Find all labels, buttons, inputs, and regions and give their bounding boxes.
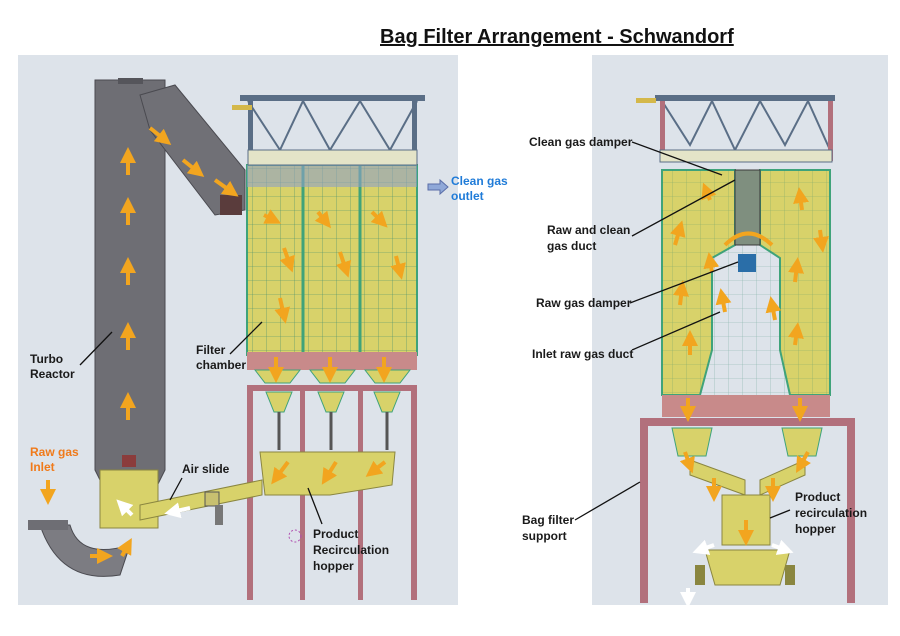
bag-filter-support-label-1: Bag filter [522, 513, 575, 527]
flow-arrows-left [40, 126, 406, 564]
right-filter-body [661, 169, 831, 417]
turbo-reactor-label-2: Reactor [30, 367, 75, 381]
filter-chamber-label-1: Filter [196, 343, 226, 357]
product-recirc-left-label-1: Product [313, 527, 359, 541]
right-support-frame [640, 418, 855, 603]
raw-clean-duct-label-2: gas duct [547, 239, 597, 253]
flow-arrows-right [670, 182, 829, 546]
white-arrows-left [116, 499, 191, 519]
filter-roof-truss [232, 95, 425, 166]
leader-lines-left [79, 321, 323, 525]
product-recirc-right-label-1: Product [795, 490, 841, 504]
filter-chambers [246, 164, 418, 384]
air-slide-label: Air slide [182, 462, 230, 476]
product-recirc-left-label-3: hopper [313, 559, 354, 573]
product-recirc-right-label-3: hopper [795, 522, 836, 536]
product-recirculation-hopper-right [695, 494, 795, 586]
turbo-reactor [28, 78, 166, 577]
filter-chamber-label-2: chamber [196, 358, 247, 372]
inlet-raw-gas-duct-label: Inlet raw gas duct [532, 347, 634, 361]
dust-hoppers [265, 391, 401, 450]
right-hoppers [671, 427, 823, 496]
raw-clean-duct-label-1: Raw and clean [547, 223, 631, 237]
turbo-reactor-label-1: Turbo [30, 352, 64, 366]
clean-gas-outlet-label-2: outlet [451, 189, 484, 203]
leader-lines-right [574, 141, 791, 521]
product-recirc-left-label-2: Recirculation [313, 543, 390, 557]
page-title: Bag Filter Arrangement - Schwandorf [380, 26, 734, 48]
raw-gas-damper-label: Raw gas damper [536, 296, 632, 310]
raw-gas-inlet-label-1: Raw gas [30, 445, 79, 459]
clean-gas-outlet-arrow [427, 178, 449, 196]
white-arrows-right [680, 539, 794, 608]
raw-gas-inlet-label-2: Inlet [30, 460, 55, 474]
right-roof-truss [636, 95, 835, 163]
clean-gas-damper-label: Clean gas damper [529, 135, 633, 149]
bag-filter-support-label-2: support [522, 529, 567, 543]
product-recirc-right-label-2: recirculation [795, 506, 868, 520]
marker-circle [288, 529, 302, 543]
clean-gas-outlet-label-1: Clean gas [451, 174, 508, 188]
